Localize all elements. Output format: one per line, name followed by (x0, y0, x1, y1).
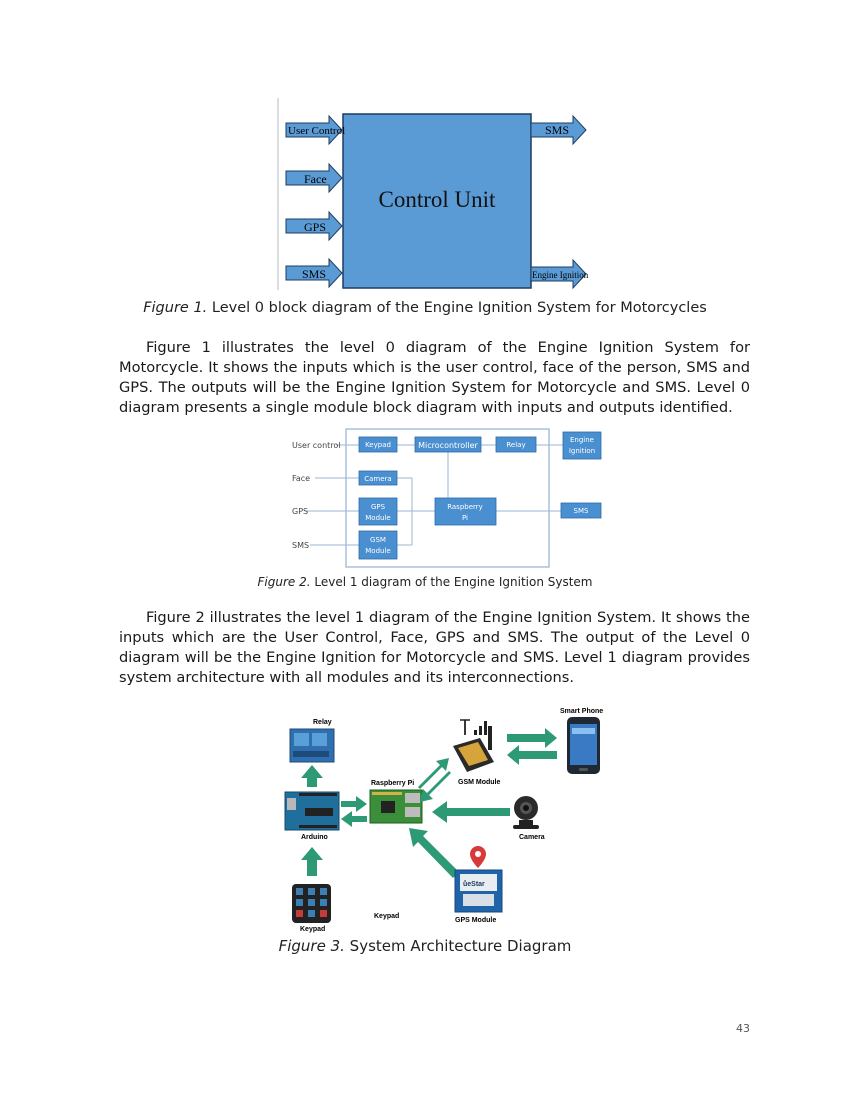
fig3-camera-label: Camera (519, 834, 545, 841)
fig2-relay-block: Relay (495, 436, 537, 453)
arrow-camera-to-rpi (432, 801, 510, 823)
arrow-rpi-to-arduino (341, 811, 367, 827)
arrow-gsm-to-phone (507, 728, 557, 748)
gsm-module-image (453, 726, 494, 772)
fig2-gsm-module-block: GSM Module (358, 530, 398, 560)
arrow-arduino-to-rpi (341, 796, 367, 812)
figure-3-caption-text: System Architecture Diagram (344, 937, 572, 955)
fig2-keypad-block: Keypad (358, 436, 398, 453)
fig2-camera-block: Camera (358, 470, 398, 486)
fig3-gps-module-label: GPS Module (455, 917, 496, 924)
svg-text:Engine: Engine (570, 436, 594, 444)
fig3-keypad-label-mid: Keypad (374, 913, 399, 920)
raspberry-pi-image (369, 789, 423, 824)
svg-text:Raspberry: Raspberry (447, 503, 483, 511)
input-arrow-face: Face (285, 162, 343, 194)
figure-1-caption-text: Level 0 block diagram of the Engine Igni… (207, 300, 707, 316)
svg-text:Relay: Relay (506, 441, 525, 449)
arrow-gps-to-rpi-body (409, 828, 459, 878)
svg-text:Camera: Camera (364, 475, 391, 483)
output-arrow-engine-ignition: Engine Ignition (530, 258, 589, 290)
svg-text:Pi: Pi (462, 514, 468, 522)
paragraph-1: Figure 1 illustrates the level 0 diagram… (119, 339, 750, 416)
fig2-input-user-control: User control (292, 441, 341, 450)
signal-tower-icon (460, 719, 487, 735)
input-arrow-user-control: User Control (285, 114, 345, 146)
figure-2-system-boundary (345, 428, 550, 568)
fig3-keypad-label-bottom: Keypad (300, 926, 325, 933)
fig3-relay-label: Relay (313, 719, 332, 726)
fig2-sms-block: SMS (560, 502, 602, 519)
svg-text:Module: Module (365, 547, 390, 555)
svg-text:SMS: SMS (302, 267, 326, 281)
fig2-input-sms: SMS (292, 541, 309, 550)
arrow-phone-to-gsm (507, 745, 557, 765)
svg-text:GSM: GSM (370, 536, 386, 544)
fig2-engine-ignition-block: Engine Ignition (562, 431, 602, 460)
svg-text:Face: Face (304, 172, 327, 186)
keypad-image (292, 884, 331, 923)
figure-2-caption: Figure 2. Level 1 diagram of the Engine … (0, 575, 850, 589)
fig3-raspberry-pi-label: Raspberry Pi (371, 780, 414, 787)
figure-1-caption: Figure 1. Level 0 block diagram of the E… (0, 300, 850, 316)
svg-text:Keypad: Keypad (365, 441, 391, 449)
fig2-gps-module-block: GPS Module (358, 497, 398, 526)
svg-text:SMS: SMS (545, 123, 569, 137)
smart-phone-image (567, 717, 600, 774)
control-unit-label: Control Unit (379, 187, 497, 212)
svg-text:Ignition: Ignition (569, 447, 595, 455)
svg-text:Microcontroller: Microcontroller (418, 441, 478, 450)
relay-board-image (289, 728, 335, 763)
gps-module-image: ůeStar (454, 869, 503, 913)
figure-2-caption-text: Level 1 diagram of the Engine Ignition S… (310, 575, 593, 589)
fig3-arduino-label: Arduino (301, 834, 328, 841)
fig3-gsm-module-label: GSM Module (458, 779, 500, 786)
figure-1-caption-label: Figure 1. (143, 300, 208, 316)
figure-2-caption-label: Figure 2. (257, 575, 311, 589)
figure-3-system-architecture: Relay Arduino Keypad Keypad Raspberry Pi (284, 708, 603, 933)
map-pin-icon (470, 846, 486, 868)
output-arrow-sms: SMS (530, 114, 587, 146)
figure-3-caption: Figure 3. System Architecture Diagram (0, 937, 850, 955)
figure-2-level1-diagram: User control Face GPS SMS Keypad Microco… (292, 428, 602, 568)
svg-text:GPS: GPS (304, 220, 326, 234)
arrow-rpi-to-gsm (418, 758, 449, 789)
fig2-input-face: Face (292, 474, 310, 483)
input-arrow-sms: SMS (285, 257, 343, 289)
figure-3-caption-label: Figure 3. (278, 937, 345, 955)
camera-image (513, 796, 539, 829)
svg-text:Module: Module (365, 514, 390, 522)
paragraph-2: Figure 2 illustrates the level 1 diagram… (119, 609, 750, 686)
fig2-input-gps: GPS (292, 507, 308, 516)
svg-text:Engine Ignition: Engine Ignition (532, 270, 589, 280)
arrow-arduino-to-relay (301, 765, 323, 787)
arrow-gsm-to-rpi (420, 771, 451, 802)
page-number: 43 (736, 1022, 750, 1035)
input-arrow-gps: GPS (285, 210, 343, 242)
svg-text:GPS: GPS (371, 503, 386, 511)
svg-text:User Control: User Control (288, 125, 345, 137)
control-unit-block (342, 113, 532, 289)
arrow-keypad-to-arduino (301, 847, 323, 876)
fig3-smart-phone-label: Smart Phone (560, 708, 603, 715)
fig2-raspberry-pi-block: Raspberry Pi (434, 497, 497, 526)
svg-text:SMS: SMS (574, 507, 589, 515)
fig2-microcontroller-block: Microcontroller (414, 436, 482, 453)
arduino-board-image (284, 791, 340, 831)
figure-2-connectors (305, 444, 563, 546)
gps-brand-text: ůeStar (463, 880, 485, 888)
figure-1-level0-diagram: Control Unit User Control Face GPS SMS S… (277, 98, 589, 290)
